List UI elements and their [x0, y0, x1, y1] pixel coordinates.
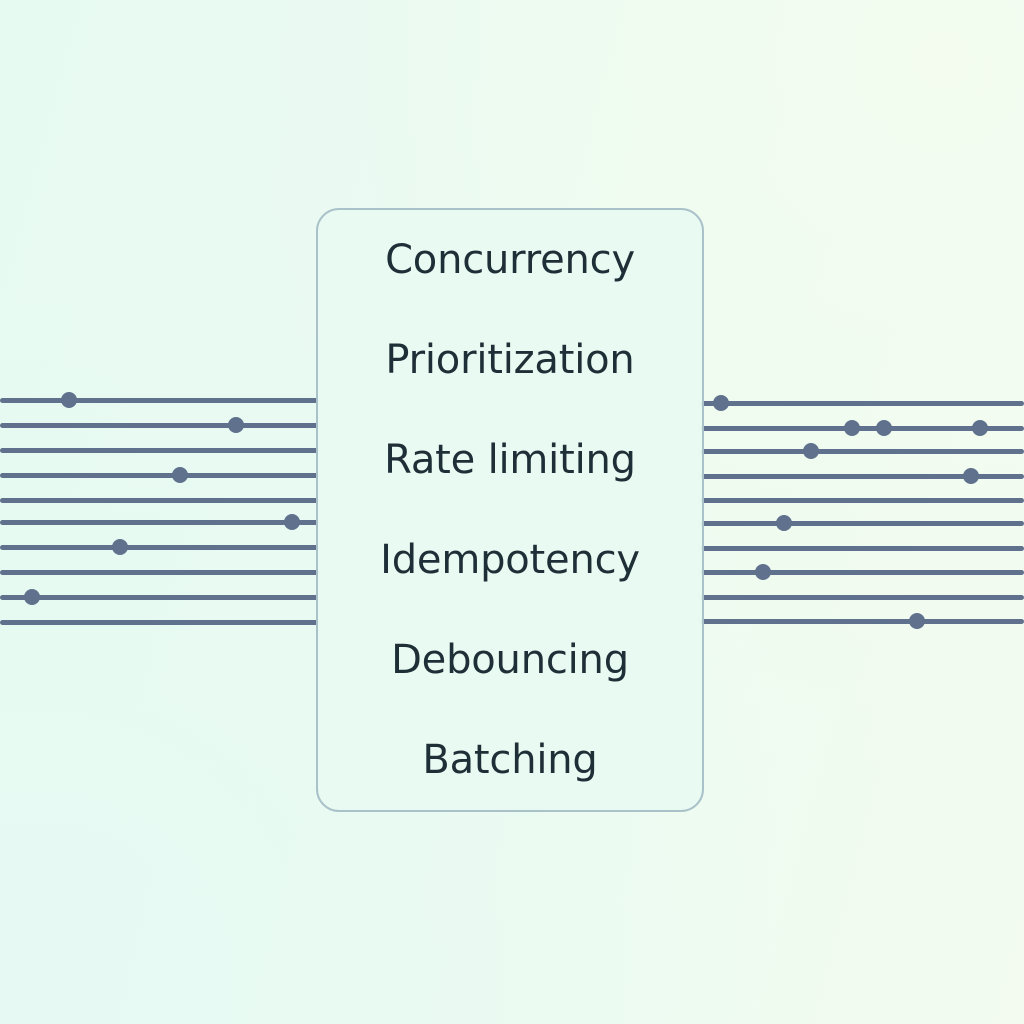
- concept-item: Rate limiting: [384, 437, 636, 483]
- concept-item: Concurrency: [385, 237, 635, 283]
- connector-line: [0, 472, 322, 478]
- concept-item: Debouncing: [391, 637, 629, 683]
- concept-item: Batching: [422, 737, 598, 783]
- connector-node: [776, 515, 792, 531]
- connector-line: [698, 594, 1024, 600]
- connector-line: [698, 520, 1024, 526]
- connector-line: [0, 497, 322, 503]
- connector-line: [698, 448, 1024, 454]
- connector-node: [755, 564, 771, 580]
- connector-line: [698, 569, 1024, 575]
- concept-item: Idempotency: [380, 537, 640, 583]
- connector-line: [0, 569, 322, 575]
- connector-line: [698, 425, 1024, 431]
- connector-node: [876, 420, 892, 436]
- connector-node: [24, 589, 40, 605]
- connector-node: [61, 392, 77, 408]
- connector-line: [698, 497, 1024, 503]
- connector-node: [803, 443, 819, 459]
- connector-line: [698, 473, 1024, 479]
- connector-node: [112, 539, 128, 555]
- connector-line: [0, 447, 322, 453]
- connector-node: [909, 613, 925, 629]
- connector-node: [972, 420, 988, 436]
- connector-node: [713, 395, 729, 411]
- connector-line: [698, 545, 1024, 551]
- connector-node: [284, 514, 300, 530]
- connector-node: [844, 420, 860, 436]
- connector-line: [0, 519, 322, 525]
- connector-line: [0, 594, 322, 600]
- connector-line: [698, 400, 1024, 406]
- connector-node: [172, 467, 188, 483]
- connector-line: [0, 422, 322, 428]
- connector-line: [0, 544, 322, 550]
- concept-item: Prioritization: [385, 337, 635, 383]
- connector-line: [0, 619, 322, 625]
- connector-node: [228, 417, 244, 433]
- connector-line: [0, 397, 322, 403]
- connector-node: [963, 468, 979, 484]
- connector-line: [698, 618, 1024, 624]
